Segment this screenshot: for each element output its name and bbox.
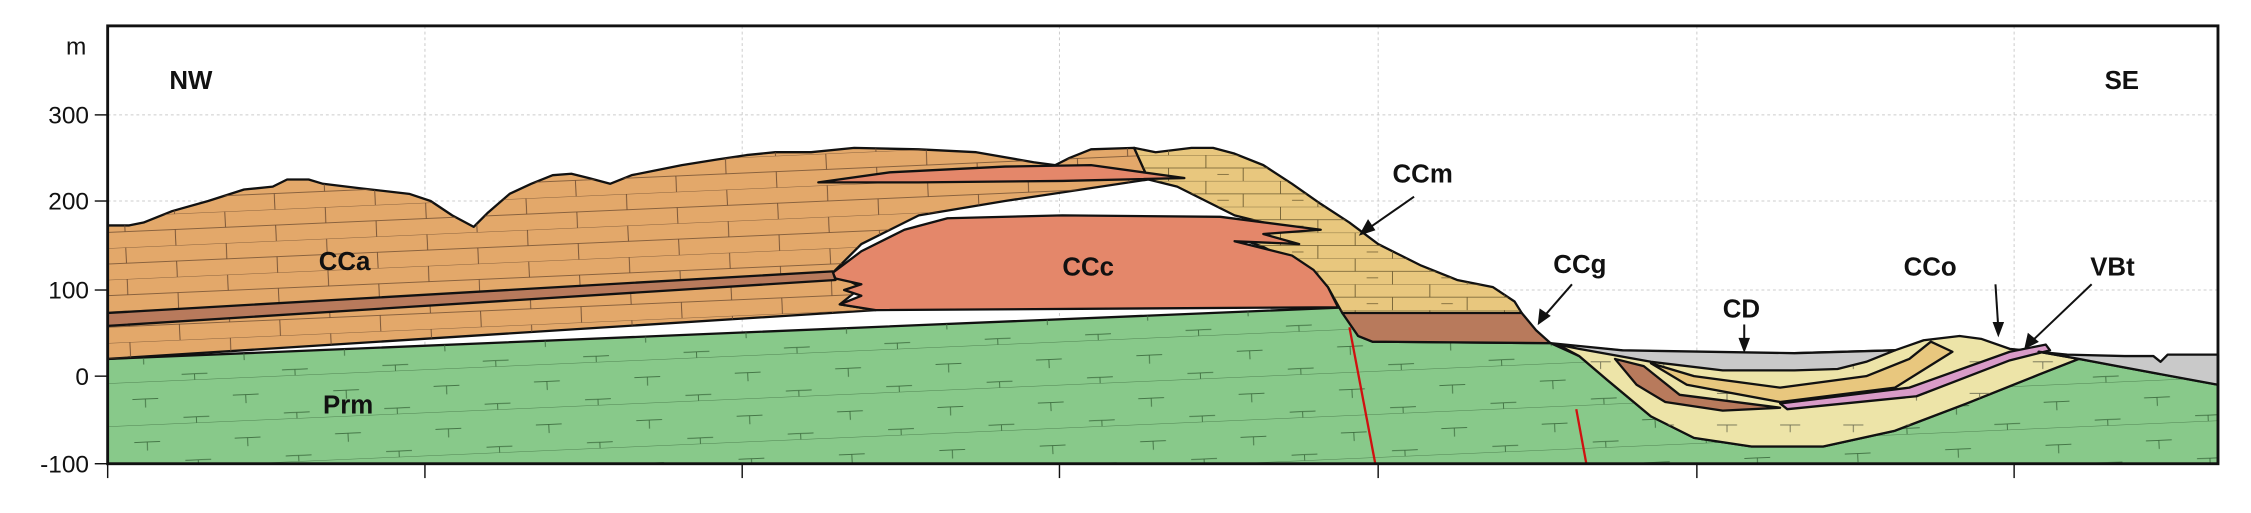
fault-line-2 — [1575, 408, 1588, 464]
direction-nw: NW — [169, 67, 213, 95]
x-axis — [106, 463, 2015, 479]
label-vbt: VBt — [2090, 254, 2135, 282]
fault-line-1 — [1348, 327, 1377, 464]
y-tick-label: 300 — [48, 102, 89, 129]
arrow-cco-head — [1992, 322, 2005, 338]
unit-ccc — [831, 214, 1340, 312]
arrow-cco — [1994, 284, 2000, 329]
y-tick-label: 0 — [75, 364, 89, 391]
arrow-vbt — [2030, 283, 2093, 343]
arrow-ccm — [1366, 195, 1415, 231]
unit-cd-right — [2037, 350, 2220, 386]
unit-cd — [1549, 341, 1897, 372]
label-cca: CCa — [319, 248, 371, 276]
ccm-pattern — [1134, 147, 1522, 313]
unit-vbt — [1778, 343, 2052, 411]
label-cd: CD — [1723, 295, 1760, 323]
arrow-ccm-head — [1358, 219, 1376, 236]
arrow-ccg — [1542, 283, 1573, 318]
arrow-ccg-head — [1537, 308, 1551, 326]
y-tick-label: 200 — [48, 189, 89, 216]
label-prm: Prm — [323, 391, 373, 419]
plot-frame — [106, 24, 2220, 466]
label-cco: CCo — [1904, 254, 1957, 282]
label-ccm: CCm — [1393, 160, 1453, 188]
unit-ccg — [1341, 311, 1552, 345]
direction-se: SE — [2105, 67, 2139, 95]
y-tick-label: 100 — [48, 278, 89, 305]
arrow-vbt-head — [2024, 332, 2039, 350]
unit-ccc-lens — [817, 163, 1186, 184]
y-axis-unit: m — [66, 34, 86, 61]
label-ccg: CCg — [1553, 251, 1606, 279]
label-ccc: CCc — [1062, 254, 1114, 282]
syncline-ccg — [1613, 357, 1782, 412]
y-tick-label: -100 — [40, 451, 89, 478]
y-axis: m 300 200 100 0 -100 — [40, 34, 108, 478]
prm-pattern — [107, 307, 2218, 464]
syncline-ccm — [1649, 340, 1954, 404]
arrow-cd-head — [1738, 337, 1750, 354]
